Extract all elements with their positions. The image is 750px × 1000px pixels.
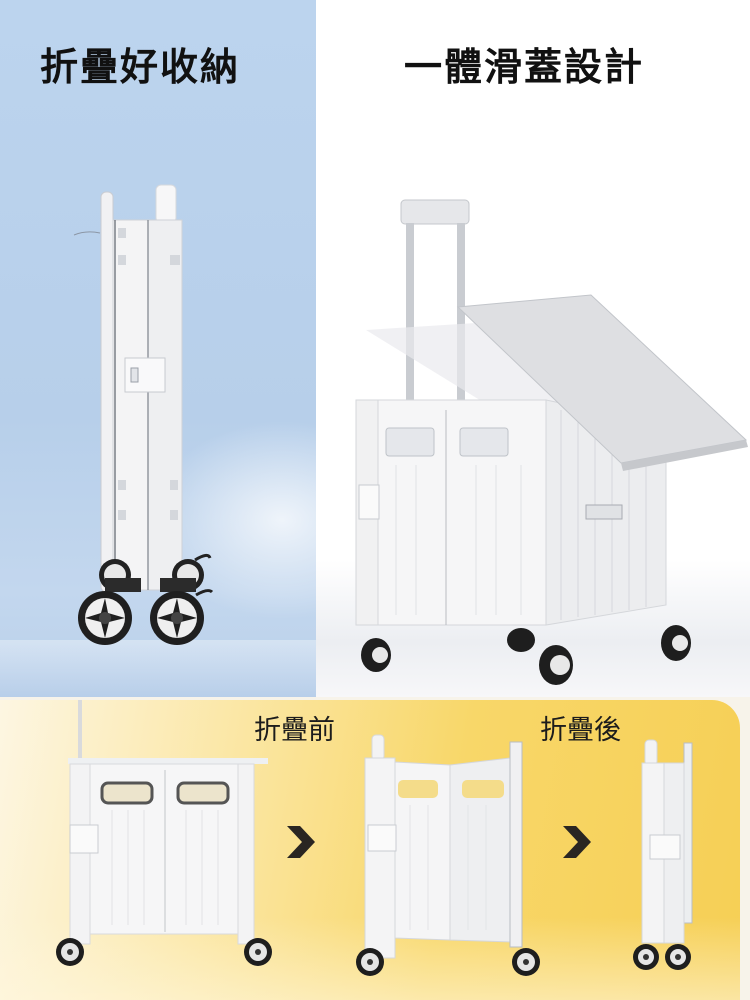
folded-storage-panel: 折疊好收納	[0, 0, 316, 697]
floor-reflection	[0, 640, 316, 697]
chevron-right-icon	[563, 826, 591, 858]
chevron-right-icon	[287, 826, 315, 858]
sliding-lid-panel: 一體滑蓋設計	[316, 0, 750, 697]
cart-folded-image	[633, 739, 693, 970]
wheel-front-left	[78, 591, 132, 645]
folded-cart-image	[73, 184, 214, 645]
panel-heading-folded-storage: 折疊好收納	[40, 45, 241, 89]
wheel-front-right	[150, 591, 204, 645]
cart-sliding-lid-image	[355, 199, 748, 685]
cart-unfolded-image	[56, 700, 272, 966]
label-before-folding: 折疊前	[254, 715, 335, 746]
label-after-folding: 折疊後	[540, 715, 621, 746]
cart-half-folded-image	[356, 734, 540, 976]
panel-heading-sliding-lid: 一體滑蓋設計	[404, 45, 645, 89]
